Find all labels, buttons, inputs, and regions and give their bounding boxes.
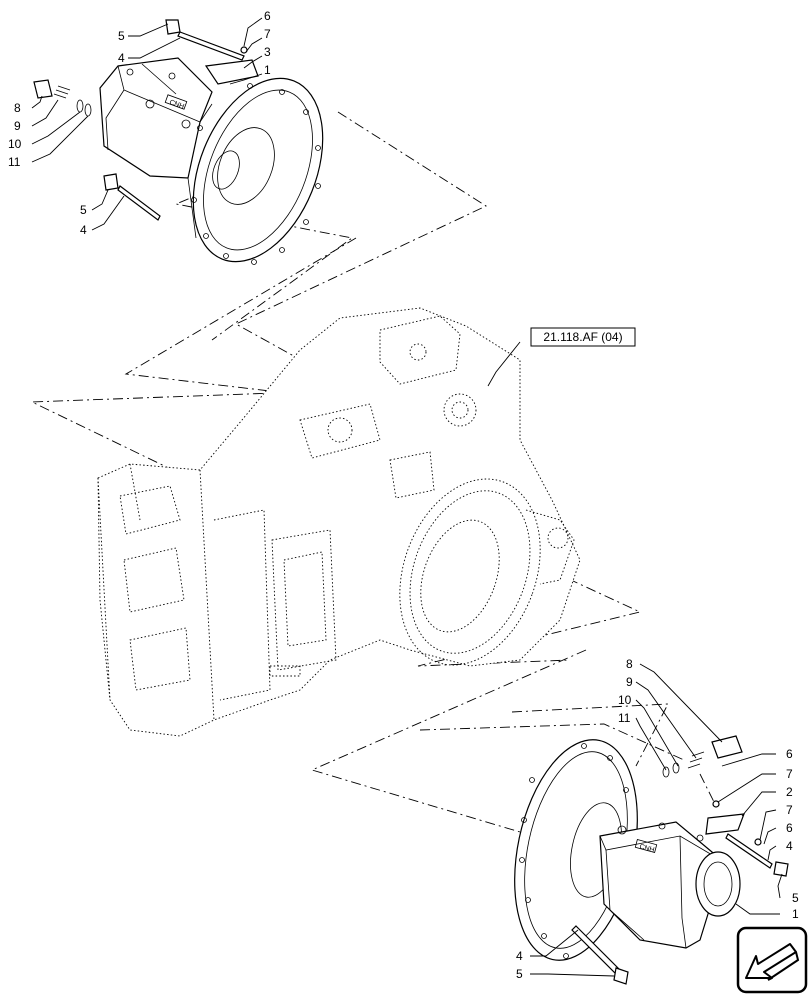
leader-lines [31, 17, 783, 977]
callout-top-6: 6 [264, 9, 271, 23]
callout-bottom-9: 9 [626, 675, 633, 689]
callout-top-7: 7 [264, 27, 271, 41]
svg-text:CNH: CNH [168, 99, 185, 111]
callout-bottom-11: 11 [618, 711, 631, 725]
bottom-final-drive-housing: CNH [514, 735, 789, 985]
central-transmission-housing [97, 307, 581, 737]
arrow-back-icon[interactable] [736, 926, 808, 994]
top-final-drive-housing: CNH [33, 19, 324, 265]
flange-bolt-holes [191, 83, 321, 265]
callout-bottom-4a: 4 [786, 839, 793, 853]
bottom-flange-bolt-holes [519, 743, 629, 959]
callout-top-8: 8 [14, 101, 21, 115]
bottom-callouts: 8 9 10 11 6 7 2 7 6 4 5 1 4 5 [516, 657, 799, 981]
callout-top-3: 3 [264, 45, 271, 59]
callout-bottom-4b: 4 [516, 949, 523, 963]
callout-bottom-1: 1 [792, 907, 799, 921]
callout-bottom-5b: 5 [516, 967, 523, 981]
svg-text:CNH: CNH [639, 843, 655, 854]
callout-top-10: 10 [8, 137, 22, 151]
reference-box[interactable]: 21.118.AF (04) [530, 327, 636, 347]
callout-top-9: 9 [14, 119, 21, 133]
callout-bottom-5a: 5 [792, 891, 799, 905]
callout-bottom-7b: 7 [786, 803, 793, 817]
callout-bottom-8: 8 [626, 657, 633, 671]
callout-bottom-6a: 6 [786, 747, 793, 761]
callout-bottom-6b: 6 [786, 821, 793, 835]
top-callouts: 5 4 6 7 3 1 8 9 10 11 5 4 [8, 9, 271, 237]
reference-label[interactable]: 21.118.AF (04) [543, 330, 622, 344]
callout-top-11: 11 [8, 155, 21, 169]
callout-top-1: 1 [264, 63, 271, 77]
callout-top-4a: 4 [118, 51, 125, 65]
callout-top-5b: 5 [80, 203, 87, 217]
callout-bottom-7a: 7 [786, 767, 793, 781]
callout-bottom-2: 2 [786, 785, 793, 799]
callout-top-5a: 5 [118, 29, 125, 43]
callout-bottom-10: 10 [618, 693, 632, 707]
callout-top-4b: 4 [80, 223, 87, 237]
